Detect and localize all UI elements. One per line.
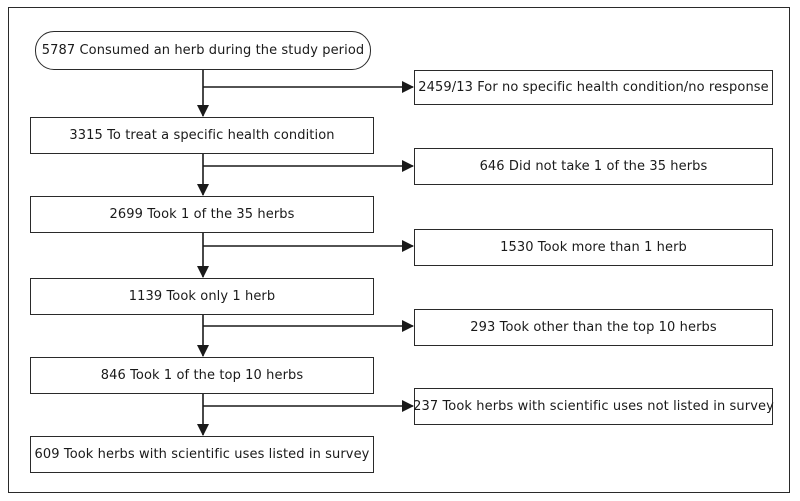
step-box-5: 609 Took herbs with scientific uses list… (30, 436, 374, 473)
step-box-3: 1139 Took only 1 herb (30, 278, 374, 315)
exclusion-box-4: 293 Took other than the top 10 herbs (414, 309, 773, 346)
step-label-1: 3315 To treat a specific health conditio… (69, 128, 335, 143)
exclusion-label-5: 237 Took herbs with scientific uses not … (413, 399, 774, 414)
start-node-label: 5787 Consumed an herb during the study p… (41, 43, 365, 58)
step-box-1: 3315 To treat a specific health conditio… (30, 117, 374, 154)
step-box-4: 846 Took 1 of the top 10 herbs (30, 357, 374, 394)
exclusion-label-1: 2459/13 For no specific health condition… (418, 80, 769, 95)
step-label-3: 1139 Took only 1 herb (128, 289, 276, 304)
exclusion-box-5: 237 Took herbs with scientific uses not … (413, 388, 774, 425)
step-box-2: 2699 Took 1 of the 35 herbs (30, 196, 374, 233)
step-label-4: 846 Took 1 of the top 10 herbs (100, 368, 304, 383)
exclusion-box-3: 1530 Took more than 1 herb (414, 229, 773, 266)
step-label-2: 2699 Took 1 of the 35 herbs (109, 207, 295, 222)
diagram-frame (8, 7, 790, 493)
step-label-5: 609 Took herbs with scientific uses list… (34, 447, 370, 462)
exclusion-box-2: 646 Did not take 1 of the 35 herbs (414, 148, 773, 185)
exclusion-label-4: 293 Took other than the top 10 herbs (470, 320, 717, 335)
exclusion-label-3: 1530 Took more than 1 herb (500, 240, 687, 255)
start-node: 5787 Consumed an herb during the study p… (35, 31, 371, 70)
exclusion-label-2: 646 Did not take 1 of the 35 herbs (479, 159, 708, 174)
exclusion-box-1: 2459/13 For no specific health condition… (414, 70, 773, 105)
